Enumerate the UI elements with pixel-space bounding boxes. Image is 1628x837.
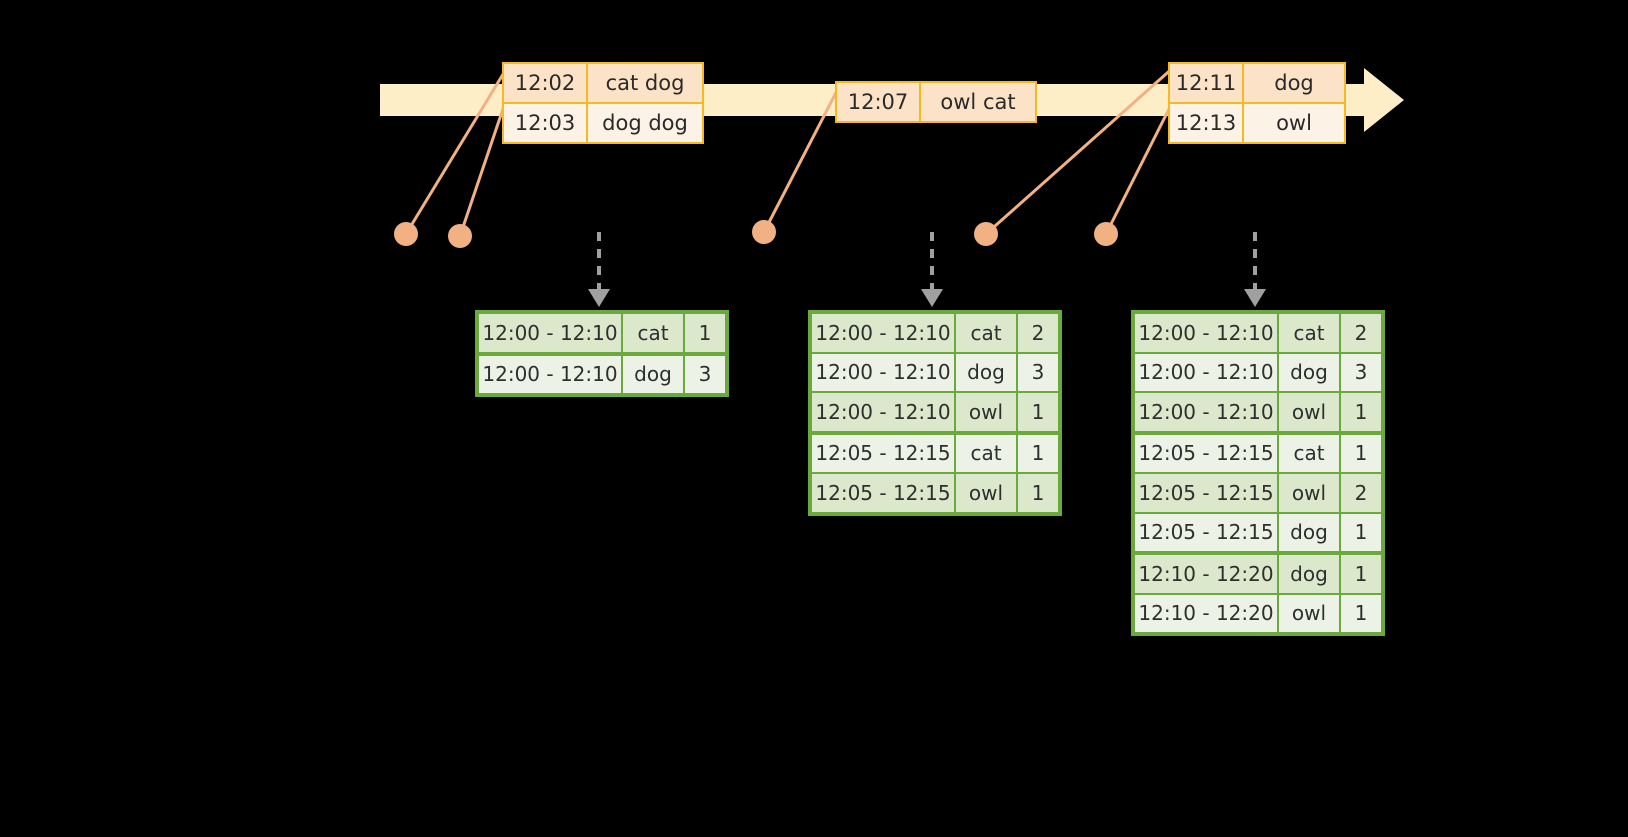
word-key-cell: dog <box>623 355 685 393</box>
count-cell: 1 <box>1341 594 1381 632</box>
connector-line <box>1104 102 1174 235</box>
window-range-cell: 12:00 - 12:10 <box>1135 314 1279 352</box>
count-cell: 2 <box>1341 474 1381 512</box>
event-timestamp: 12:02 <box>504 64 588 102</box>
window-range-cell: 12:05 - 12:15 <box>1135 474 1279 512</box>
event-payload: owl <box>1244 104 1344 142</box>
event-payload: owl cat <box>921 83 1035 121</box>
word-key-cell: owl <box>956 474 1018 512</box>
event-timestamp: 12:03 <box>504 104 588 142</box>
window-range-cell: 12:00 - 12:10 <box>479 355 623 393</box>
word-key-cell: owl <box>1279 393 1341 431</box>
count-cell: 3 <box>1341 353 1381 391</box>
window-range-cell: 12:00 - 12:10 <box>1135 393 1279 431</box>
event-payload: dog dog <box>588 104 702 142</box>
event-timestamp: 12:07 <box>837 83 921 121</box>
word-key-cell: owl <box>956 393 1018 431</box>
window-range-cell: 12:00 - 12:10 <box>812 393 956 431</box>
window-range-cell: 12:00 - 12:10 <box>812 353 956 391</box>
window-range-cell: 12:00 - 12:10 <box>479 314 623 352</box>
count-cell: 1 <box>1341 513 1381 551</box>
word-key-cell: dog <box>1279 353 1341 391</box>
count-cell: 3 <box>1018 353 1058 391</box>
word-key-cell: cat <box>1279 434 1341 472</box>
count-cell: 1 <box>1018 474 1058 512</box>
window-range-cell: 12:05 - 12:15 <box>1135 434 1279 472</box>
event-payload: cat dog <box>588 64 702 102</box>
count-cell: 1 <box>685 314 725 352</box>
connector-dot-5 <box>1094 222 1118 246</box>
window-range-cell: 12:10 - 12:20 <box>1135 594 1279 632</box>
count-cell: 1 <box>1018 393 1058 431</box>
word-key-cell: cat <box>1279 314 1341 352</box>
word-key-cell: cat <box>956 434 1018 472</box>
word-key-cell: dog <box>956 353 1018 391</box>
window-range-cell: 12:05 - 12:15 <box>812 434 956 472</box>
word-key-cell: cat <box>956 314 1018 352</box>
window-range-cell: 12:00 - 12:10 <box>812 314 956 352</box>
count-cell: 2 <box>1341 314 1381 352</box>
word-key-cell: cat <box>623 314 685 352</box>
word-key-cell: owl <box>1279 474 1341 512</box>
connector-dot-4 <box>974 222 998 246</box>
window-range-cell: 12:05 - 12:15 <box>812 474 956 512</box>
word-key-cell: dog <box>1279 513 1341 551</box>
window-range-cell: 12:05 - 12:15 <box>1135 513 1279 551</box>
event-payload: dog <box>1244 64 1344 102</box>
count-cell: 1 <box>1341 393 1381 431</box>
connector-dot-2 <box>448 224 472 248</box>
connector-line <box>458 99 508 237</box>
event-timestamp: 12:13 <box>1170 104 1244 142</box>
arrow-down-icon <box>588 289 610 307</box>
count-cell: 1 <box>1018 434 1058 472</box>
connector-dot-1 <box>394 222 418 246</box>
connector-dot-3 <box>752 220 776 244</box>
word-key-cell: dog <box>1279 555 1341 593</box>
window-range-cell: 12:10 - 12:20 <box>1135 555 1279 593</box>
event-timestamp: 12:11 <box>1170 64 1244 102</box>
window-range-cell: 12:00 - 12:10 <box>1135 353 1279 391</box>
count-cell: 1 <box>1341 434 1381 472</box>
arrow-down-icon <box>1244 289 1266 307</box>
count-cell: 3 <box>685 355 725 393</box>
arrow-down-icon <box>921 289 943 307</box>
count-cell: 1 <box>1341 555 1381 593</box>
word-key-cell: owl <box>1279 594 1341 632</box>
count-cell: 2 <box>1018 314 1058 352</box>
arrow-right-icon <box>1364 68 1404 132</box>
